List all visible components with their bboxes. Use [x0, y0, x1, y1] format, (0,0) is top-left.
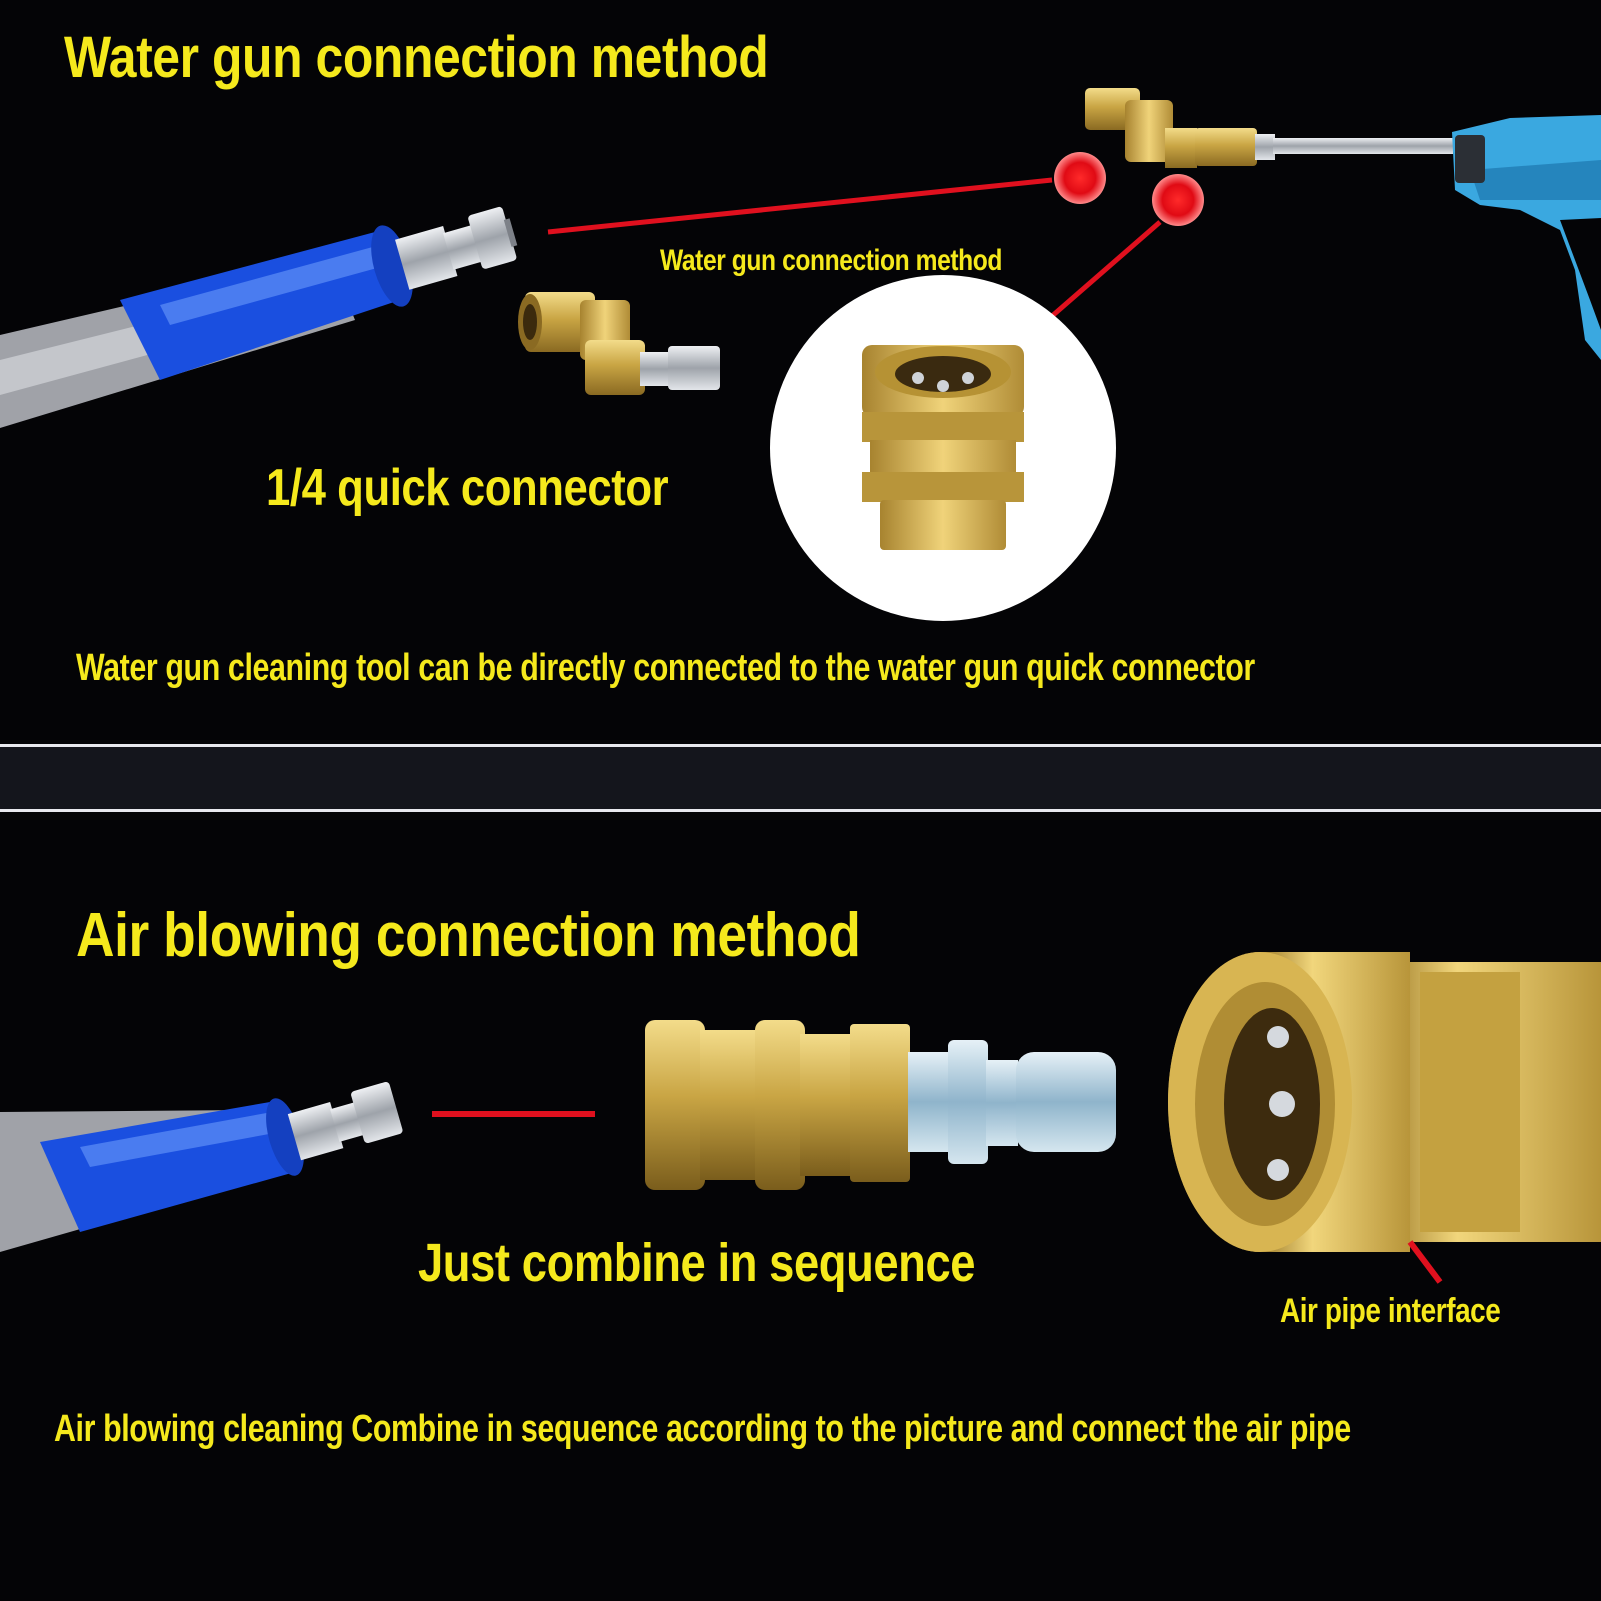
- water-small-label: Water gun connection method: [660, 244, 1002, 277]
- swivel-coupler-icon: [518, 292, 720, 395]
- air-blowing-section: Air blowing connection method Just combi…: [0, 812, 1601, 1601]
- brass-coupler-icon: [770, 275, 1116, 621]
- sequence-label: Just combine in sequence: [418, 1233, 976, 1293]
- air-blowing-illustration: [0, 952, 1601, 1284]
- water-gun-section: Water gun connection method Water gun co…: [0, 0, 1601, 744]
- brass-coupler-icon: [1168, 952, 1601, 1252]
- connector-label: 1/4 quick connector: [266, 459, 669, 517]
- section-divider: [0, 744, 1601, 812]
- quick-plug-icon: [287, 1081, 403, 1161]
- air-plug-icon: [645, 1020, 1116, 1190]
- hose-icon: [0, 225, 413, 428]
- air-description: Air blowing cleaning Combine in sequence…: [54, 1408, 1351, 1450]
- water-section-title: Water gun connection method: [64, 25, 769, 90]
- water-gun-illustration: [0, 88, 1601, 621]
- interface-label: Air pipe interface: [1280, 1292, 1501, 1330]
- water-description: Water gun cleaning tool can be directly …: [76, 647, 1255, 689]
- quick-plug-icon: [395, 206, 518, 290]
- air-section-title: Air blowing connection method: [76, 901, 861, 970]
- spray-gun-icon: [1085, 88, 1601, 360]
- hose-icon: [0, 1098, 304, 1252]
